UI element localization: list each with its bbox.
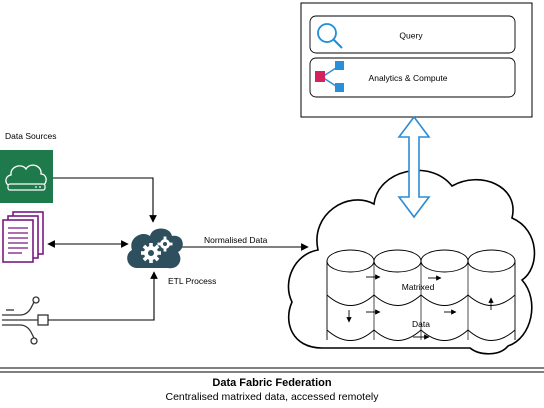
document-icon (2, 211, 44, 263)
normalised-data-label: Normalised Data (204, 235, 268, 245)
search-icon (317, 23, 343, 49)
data-sources-label: Data Sources (5, 131, 57, 141)
connector-server-to-etl (53, 177, 157, 223)
caption-subtitle: Centralised matrixed data, accessed remo… (165, 391, 379, 403)
query-label: Query (399, 31, 423, 41)
server-icon (0, 150, 53, 203)
caption-divider (0, 367, 544, 373)
cloud-gears-icon (127, 228, 183, 269)
iot-sensor-icon (2, 296, 49, 345)
connector-iot-to-etl (48, 271, 158, 321)
data-label: Data (412, 319, 430, 329)
analytics-compute-button[interactable]: Analytics & Compute (309, 57, 516, 98)
bidirectional-access-arrow (397, 115, 431, 219)
analytics-compute-label: Analytics & Compute (369, 73, 448, 83)
caption-title: Data Fabric Federation (212, 377, 332, 389)
matrixed-label: Matrixed (402, 282, 435, 292)
query-button[interactable]: Query (309, 15, 516, 54)
analytics-graph-icon (315, 61, 344, 92)
etl-process-label: ETL Process (168, 276, 216, 286)
matrixed-data-store: Matrixed Data (326, 249, 516, 341)
